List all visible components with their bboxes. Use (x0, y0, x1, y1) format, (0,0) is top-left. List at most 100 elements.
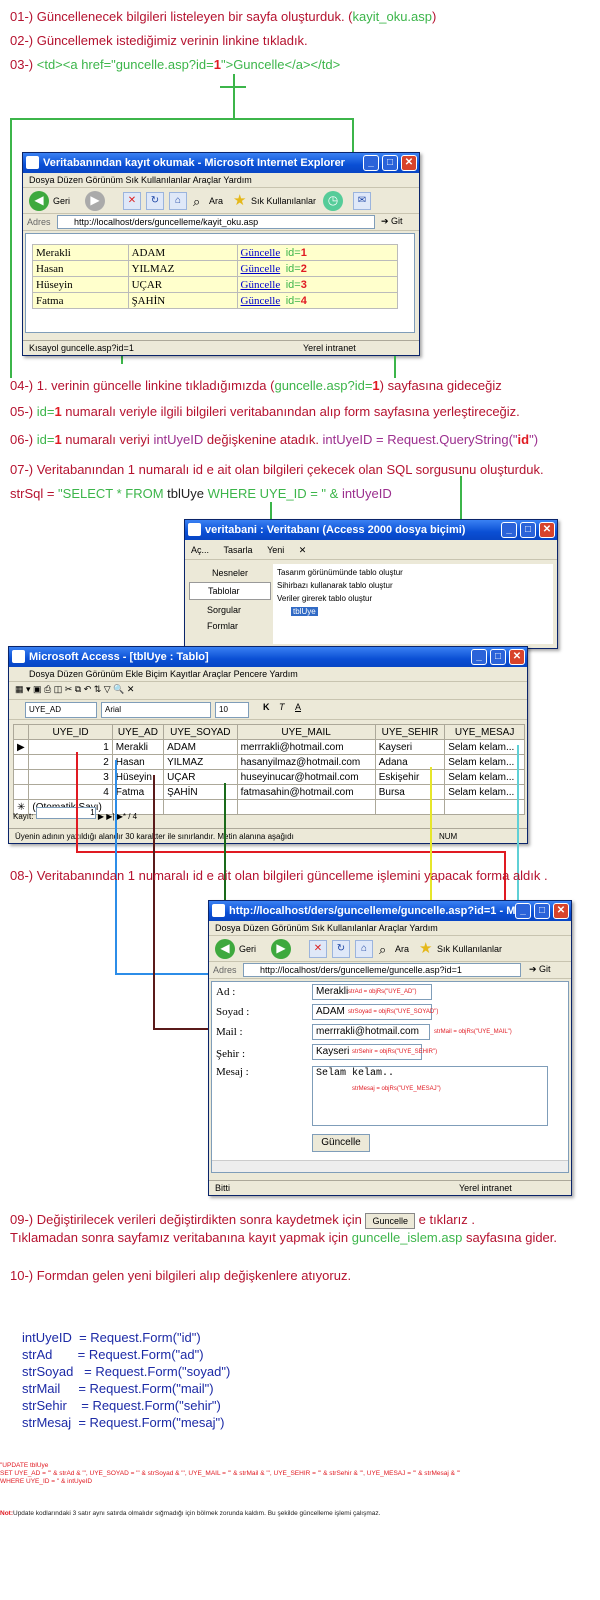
forward-icon[interactable]: ▶ (271, 939, 291, 959)
favorites-icon[interactable]: ★ (419, 940, 433, 957)
grid-cell[interactable]: Fatma (111, 784, 165, 800)
maximize-button[interactable]: □ (534, 903, 550, 919)
maximize-button[interactable]: □ (520, 522, 536, 538)
grid-cell[interactable]: Selam kelam... (444, 754, 525, 770)
grid-cell[interactable]: Adana (374, 754, 446, 770)
grid-cell[interactable]: Bursa (374, 784, 446, 800)
grid-cell[interactable]: Selam kelam... (444, 784, 525, 800)
guncelle-link[interactable]: Güncelle (240, 246, 281, 259)
minimize-button[interactable]: _ (501, 522, 517, 538)
back-icon[interactable]: ◀ (29, 191, 49, 211)
favorites-label[interactable]: Sık Kullanılanlar (251, 196, 317, 206)
field-select[interactable]: UYE_AD (25, 702, 97, 718)
underline-icon[interactable]: A (295, 702, 302, 712)
column-header[interactable]: UYE_AD (111, 724, 165, 740)
column-header[interactable]: UYE_SEHIR (374, 724, 446, 740)
column-header[interactable]: UYE_MAIL (236, 724, 376, 740)
back-label[interactable]: Geri (239, 944, 257, 954)
home-icon[interactable]: ⌂ (355, 940, 373, 958)
maximize-button[interactable]: □ (382, 155, 398, 171)
stop-icon[interactable]: ✕ (123, 192, 141, 210)
guncelle-button[interactable]: Güncelle (312, 1134, 370, 1152)
create-data-item[interactable]: Veriler girerek tablo oluştur (277, 594, 373, 603)
minimize-button[interactable]: _ (363, 155, 379, 171)
favorites-icon[interactable]: ★ (233, 192, 247, 209)
input-sehir[interactable]: Kayseri (312, 1044, 422, 1060)
grid-cell[interactable]: Eskişehir (374, 769, 446, 785)
grid-cell[interactable]: YILMAZ (163, 754, 238, 770)
row-selector[interactable] (12, 784, 30, 800)
row-selector[interactable] (12, 754, 30, 770)
guncelle-link[interactable]: Güncelle (240, 278, 281, 291)
minimize-button[interactable]: _ (515, 903, 531, 919)
grid-cell[interactable]: Hüseyin (111, 769, 165, 785)
search-label[interactable]: Ara (209, 196, 224, 206)
grid-cell[interactable]: Hasan (111, 754, 165, 770)
search-icon[interactable]: ⌕ (379, 942, 387, 957)
close-button[interactable]: ✕ (553, 903, 569, 919)
create-wizard-item[interactable]: Sihirbazı kullanarak tablo oluştur (277, 581, 393, 590)
guncelle-link[interactable]: Güncelle (240, 262, 281, 275)
refresh-icon[interactable]: ↻ (146, 192, 164, 210)
row-selector[interactable]: ▶ (12, 739, 30, 755)
home-icon[interactable]: ⌂ (169, 192, 187, 210)
column-header[interactable]: UYE_ID (28, 724, 113, 740)
grid-cell[interactable]: 2 (28, 754, 113, 770)
italic-icon[interactable]: T (279, 702, 285, 712)
input-soyad[interactable]: ADAM (312, 1004, 432, 1020)
grid-cell[interactable]: Selam kelam... (444, 769, 525, 785)
guncelle-link[interactable]: Güncelle (240, 294, 281, 307)
input-ad[interactable]: Merakli (312, 984, 432, 1000)
stop-icon[interactable]: ✕ (309, 940, 327, 958)
grid-cell[interactable]: Selam kelam... (444, 739, 525, 755)
close-button[interactable]: ✕ (401, 155, 417, 171)
grid-cell[interactable]: 4 (28, 784, 113, 800)
create-design-item[interactable]: Tasarım görünümünde tablo oluştur (277, 568, 403, 577)
search-icon[interactable]: ⌕ (193, 194, 201, 209)
objects-forms[interactable]: Formlar (207, 621, 238, 631)
column-header[interactable]: UYE_SOYAD (163, 724, 238, 740)
back-icon[interactable]: ◀ (215, 939, 235, 959)
objects-tables[interactable]: Tablolar (189, 582, 271, 600)
grid-cell[interactable]: fatmasahin@hotmail.com (236, 784, 376, 800)
close-button[interactable]: ✕ (539, 522, 555, 538)
objects-queries[interactable]: Sorgular (207, 605, 242, 615)
menu-bar[interactable]: Dosya Düzen Görünüm Sık Kullanılanlar Ar… (209, 921, 571, 936)
design-button[interactable]: Tasarla (223, 545, 253, 555)
search-label[interactable]: Ara (395, 944, 410, 954)
maximize-button[interactable]: □ (490, 649, 506, 665)
favorites-label[interactable]: Sık Kullanılanlar (437, 944, 503, 954)
grid-cell[interactable]: Kayseri (374, 739, 446, 755)
delete-icon[interactable]: ✕ (298, 545, 307, 555)
back-label[interactable]: Geri (53, 196, 71, 206)
grid-cell[interactable]: huseyinucar@hotmail.com (236, 769, 376, 785)
textarea-mesaj[interactable]: Selam kelam.. (312, 1066, 548, 1126)
go-button[interactable]: ➔ Git (529, 964, 551, 974)
grid-cell[interactable]: merrrakli@hotmail.com (236, 739, 376, 755)
access-toolbar1[interactable]: ▦ ▾ ▣ ⎙ ◫ ✂ ⧉ ↶ ⇅ ▽ 🔍 ✕ (9, 682, 527, 700)
table-item-tbluye[interactable]: tblUye (291, 607, 318, 616)
grid-cell[interactable]: 3 (28, 769, 113, 785)
grid-cell[interactable]: UÇAR (163, 769, 238, 785)
access-menu[interactable]: Dosya Düzen Görünüm Ekle Biçim Kayıtlar … (9, 667, 527, 682)
column-header[interactable]: UYE_MESAJ (444, 724, 525, 740)
size-select[interactable]: 10 (215, 702, 249, 718)
bold-icon[interactable]: K (263, 702, 270, 712)
go-button[interactable]: ➔ Git (381, 216, 403, 226)
grid-cell[interactable]: ŞAHİN (163, 784, 238, 800)
history-icon[interactable]: ◷ (323, 191, 343, 211)
grid-cell[interactable]: 1 (28, 739, 113, 755)
grid-cell[interactable]: ADAM (163, 739, 238, 755)
address-input[interactable]: http://localhost/ders/guncelleme/kayit_o… (57, 215, 375, 229)
input-mail[interactable]: merrrakli@hotmail.com (312, 1024, 430, 1040)
grid-cell[interactable]: Merakli (111, 739, 165, 755)
font-select[interactable]: Arial (101, 702, 211, 718)
new-button[interactable]: Yeni (267, 545, 285, 555)
open-button[interactable]: Aç... (191, 545, 210, 555)
mail-icon[interactable]: ✉ (353, 192, 371, 210)
forward-icon[interactable]: ▶ (85, 191, 105, 211)
grid-cell[interactable]: hasanyilmaz@hotmail.com (236, 754, 376, 770)
menu-bar[interactable]: Dosya Düzen Görünüm Sık Kullanılanlar Ar… (23, 173, 419, 188)
row-selector[interactable] (12, 769, 30, 785)
minimize-button[interactable]: _ (471, 649, 487, 665)
